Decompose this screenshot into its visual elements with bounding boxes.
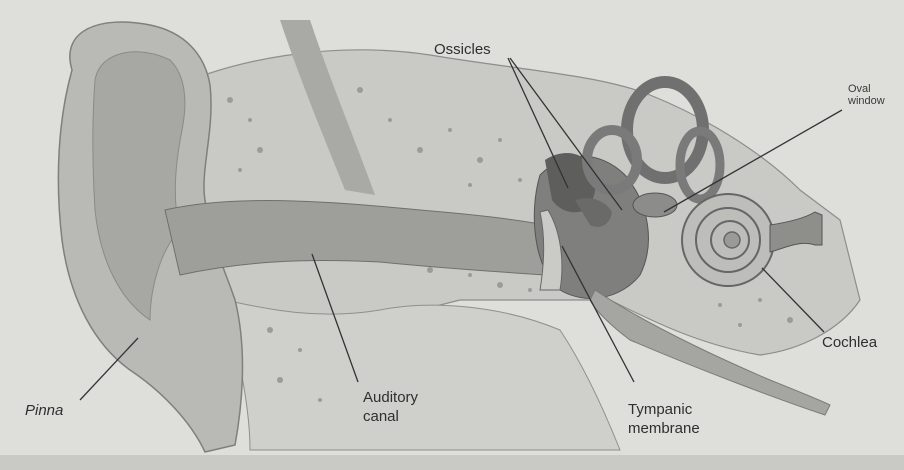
cochlea-apex (724, 232, 740, 248)
label-pinna: Pinna (25, 401, 63, 420)
label-auditory-canal: Auditory canal (363, 388, 418, 426)
oval-window-shape (633, 193, 677, 217)
label-tympanic-membrane: Tympanic membrane (628, 400, 700, 438)
bottom-shadow (0, 455, 904, 470)
label-ossicles: Ossicles (434, 40, 491, 59)
label-oval-window: Oval window (848, 83, 885, 107)
label-cochlea: Cochlea (822, 333, 877, 352)
